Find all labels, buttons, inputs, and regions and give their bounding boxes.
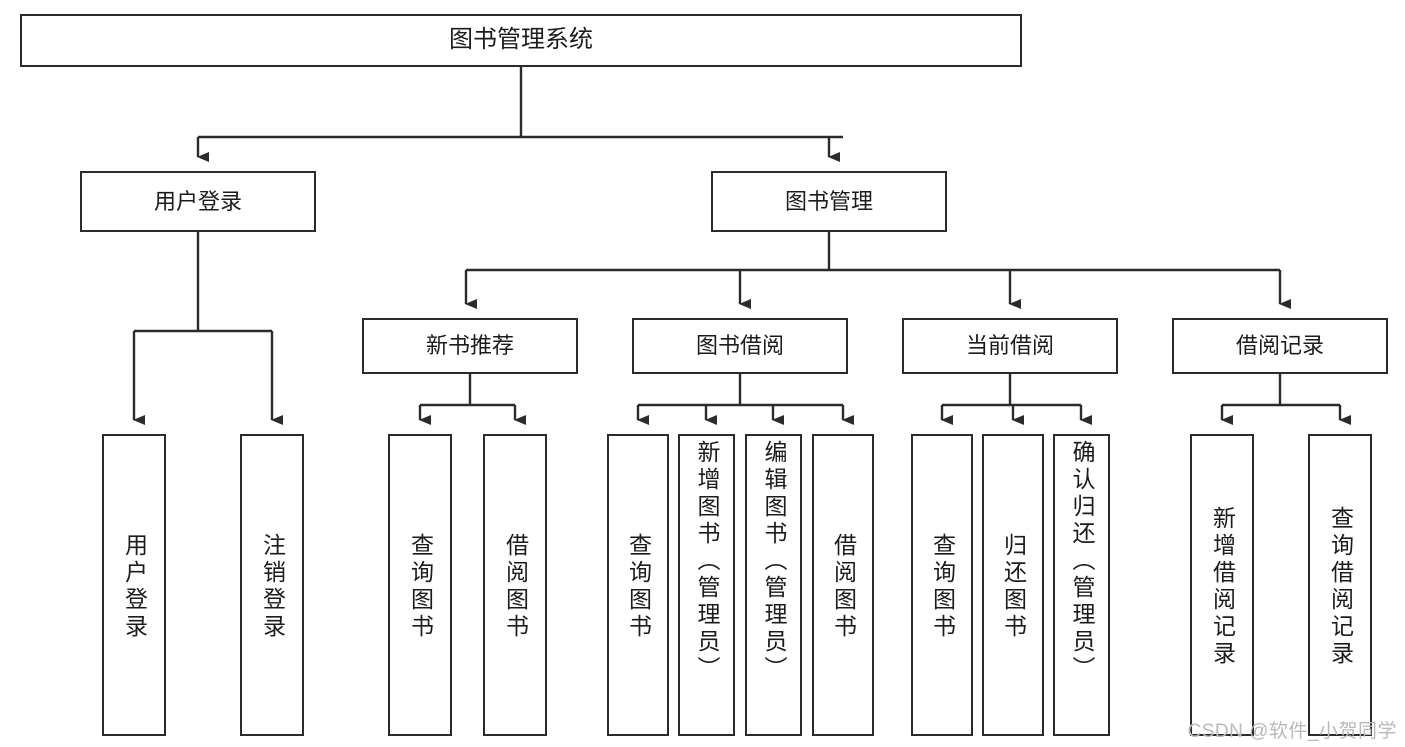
node-label: 图书管理系统 bbox=[449, 26, 593, 54]
leaf-query-book-recommend[interactable]: 查询图书 bbox=[388, 434, 452, 736]
node-label: 归还图书 bbox=[1000, 533, 1027, 641]
leaf-query-borrow-record[interactable]: 查询借阅记录 bbox=[1308, 434, 1372, 736]
node-label: 图书管理 bbox=[784, 188, 873, 214]
leaf-add-book-admin[interactable]: 新增图书（管理员） bbox=[678, 434, 735, 736]
leaf-edit-book-admin[interactable]: 编辑图书（管理员） bbox=[745, 434, 802, 736]
leaf-add-borrow-record[interactable]: 新增借阅记录 bbox=[1190, 434, 1254, 736]
node-label: 新增借阅记录 bbox=[1209, 506, 1236, 668]
node-label: 图书借阅 bbox=[695, 333, 784, 359]
leaf-borrow-book[interactable]: 借阅图书 bbox=[812, 434, 874, 736]
node-current-borrow[interactable]: 当前借阅 bbox=[902, 318, 1118, 374]
node-label: 借阅记录 bbox=[1235, 333, 1324, 359]
node-label: 新书推荐 bbox=[425, 333, 514, 359]
leaf-user-logout[interactable]: 注销登录 bbox=[240, 434, 304, 736]
leaf-user-login[interactable]: 用户登录 bbox=[102, 434, 166, 736]
node-label: 用户登录 bbox=[153, 188, 242, 214]
node-user-login[interactable]: 用户登录 bbox=[80, 171, 316, 232]
node-label: 注销登录 bbox=[259, 533, 286, 641]
leaf-confirm-return-admin[interactable]: 确认归还（管理员） bbox=[1053, 434, 1110, 736]
node-label: 查询图书 bbox=[407, 533, 434, 641]
node-label: 确认归还（管理员） bbox=[1069, 440, 1095, 683]
node-borrow-record[interactable]: 借阅记录 bbox=[1172, 318, 1388, 374]
node-label: 用户登录 bbox=[121, 533, 148, 641]
leaf-borrow-book-recommend[interactable]: 借阅图书 bbox=[483, 434, 547, 736]
node-book-management-system[interactable]: 图书管理系统 bbox=[20, 14, 1022, 67]
node-book-manage[interactable]: 图书管理 bbox=[711, 171, 947, 232]
node-label: 借阅图书 bbox=[830, 533, 857, 641]
node-label: 查询图书 bbox=[625, 533, 652, 641]
node-label: 借阅图书 bbox=[502, 533, 529, 641]
leaf-query-book-current[interactable]: 查询图书 bbox=[911, 434, 973, 736]
node-label: 查询借阅记录 bbox=[1327, 506, 1354, 668]
node-label: 查询图书 bbox=[929, 533, 956, 641]
node-label: 新增图书（管理员） bbox=[694, 440, 720, 683]
leaf-query-book-borrow[interactable]: 查询图书 bbox=[607, 434, 669, 736]
node-label: 编辑图书（管理员） bbox=[761, 440, 787, 683]
node-new-book-recommend[interactable]: 新书推荐 bbox=[362, 318, 578, 374]
csdn-watermark: CSDN @软件_小贺同学 bbox=[1187, 721, 1397, 742]
leaf-return-book[interactable]: 归还图书 bbox=[982, 434, 1044, 736]
node-book-borrow[interactable]: 图书借阅 bbox=[632, 318, 848, 374]
node-label: 当前借阅 bbox=[965, 333, 1054, 359]
